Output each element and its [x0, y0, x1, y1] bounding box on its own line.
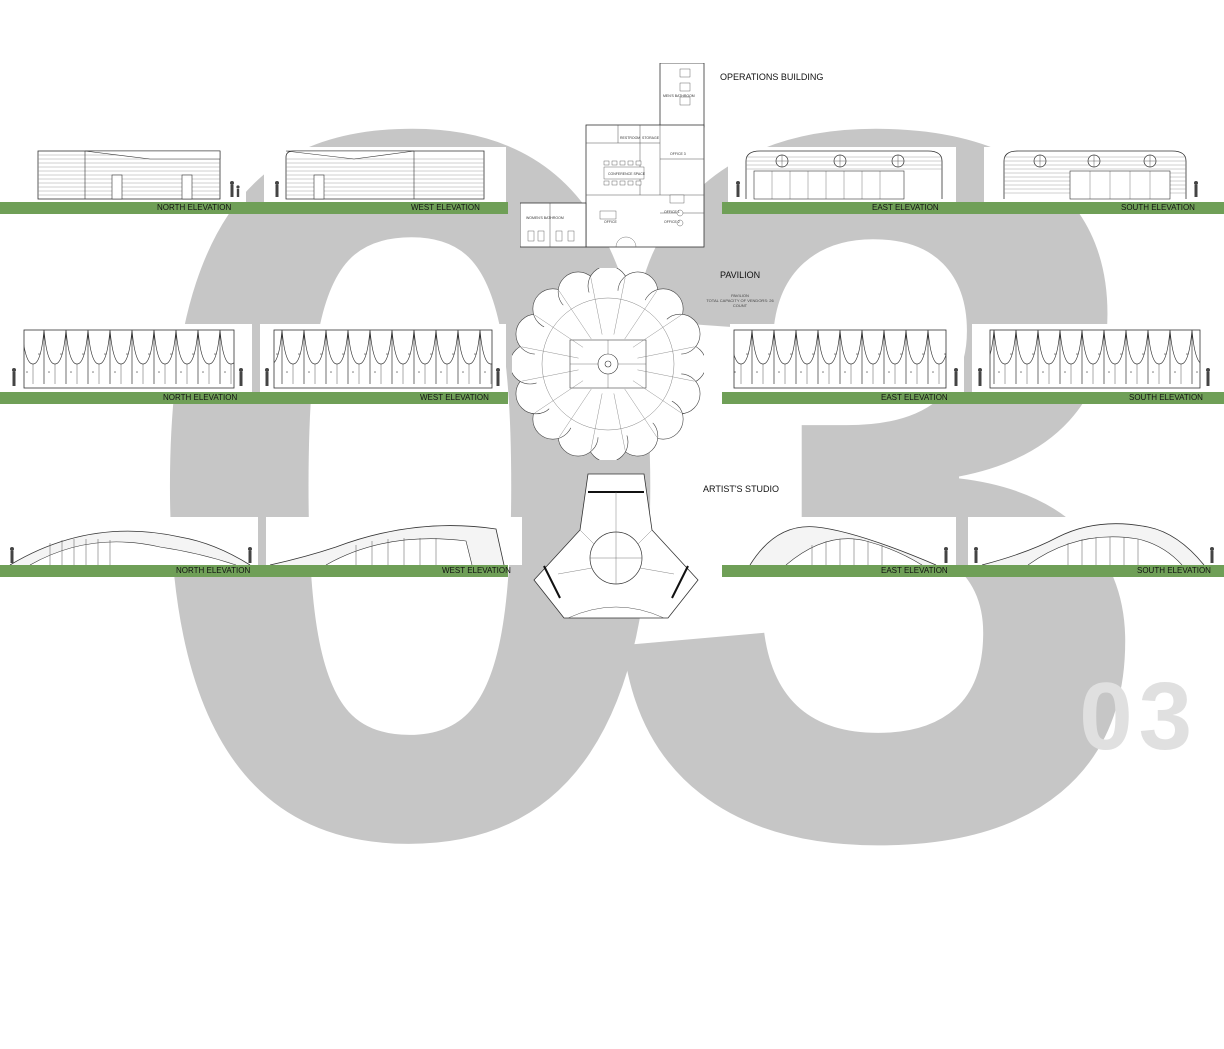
pavilion-stall-divider: [558, 388, 592, 438]
pavilion-west-elevation-drawing: [260, 324, 506, 392]
studio-south-ground: [970, 565, 1224, 577]
pavilion-stall-divider: [558, 290, 592, 340]
pavilion-north-elevation-drawing: [0, 324, 252, 392]
studio-south-elevation-drawing: [968, 517, 1220, 565]
room-office2-label: OFFICE 2: [664, 220, 680, 224]
room-womens-label: WOMEN'S BATHROOM: [526, 216, 564, 220]
studio-west-ground: [258, 565, 508, 577]
pavilion-note-capacity: TOTAL CAPACITY OF VENDORS: 26 COUNT: [706, 298, 774, 308]
room-office3-label: OFFICE 3: [670, 152, 686, 156]
studio-west-elevation-drawing: [266, 517, 522, 565]
studio-south-label: SOUTH ELEVATION: [1137, 566, 1211, 575]
pavilion-stall-divider: [521, 369, 579, 382]
studio-north-ground: [0, 565, 258, 577]
operations-south-elevation-drawing: [984, 147, 1206, 202]
room-restroom-label: RESTROOM: [620, 136, 640, 140]
pavilion-south-ground: [970, 392, 1224, 404]
pavilion-stall-divider: [613, 393, 626, 451]
pavilion-stall-divider: [613, 277, 626, 335]
pavilion-south-elevation-drawing: [972, 324, 1220, 392]
pavilion-south-label: SOUTH ELEVATION: [1129, 393, 1203, 402]
pavilion-stall-divider: [534, 380, 584, 414]
room-storage-label: STORAGE: [642, 136, 660, 140]
pavilion-stall-divider: [624, 388, 658, 438]
operations-east-elevation-drawing: [728, 147, 956, 202]
pavilion-north-ground: [0, 392, 258, 404]
pavilion-east-ground: [722, 392, 970, 404]
studio-north-elevation-drawing: [0, 517, 262, 565]
operations-east-ground: [722, 202, 970, 214]
pavilion-stall-divider: [590, 277, 603, 335]
studio-east-ground: [722, 565, 970, 577]
room-conference-label: CONFERENCE SPACE: [608, 172, 646, 176]
pavilion-stall-divider: [637, 369, 695, 382]
pavilion-note-title: PAVILION: [731, 293, 749, 298]
room-mens-label: MEN'S BATHROOM: [663, 94, 695, 98]
operations-title: OPERATIONS BUILDING: [720, 72, 824, 82]
room-office1-label: OFFICE 1: [664, 210, 680, 214]
pavilion-note: PAVILION TOTAL CAPACITY OF VENDORS: 26 C…: [700, 293, 780, 308]
operations-south-ground: [970, 202, 1224, 214]
pavilion-stall-divider: [637, 346, 695, 359]
pavilion-west-label: WEST ELEVATION: [420, 393, 489, 402]
operations-west-ground: [258, 202, 508, 214]
pavilion-north-label: NORTH ELEVATION: [163, 393, 238, 402]
pavilion-stall-divider: [534, 314, 584, 348]
pavilion-title: PAVILION: [720, 270, 761, 280]
studio-title: ARTIST'S STUDIO: [703, 484, 780, 494]
pavilion-floor-plan: [512, 268, 704, 460]
pavilion-west-ground: [258, 392, 508, 404]
operations-west-elevation-drawing: [264, 147, 506, 202]
room-office-label: OFFICE: [604, 220, 617, 224]
operations-west-label: WEST ELEVATION: [411, 203, 480, 212]
operations-north-label: NORTH ELEVATION: [157, 203, 232, 212]
studio-north-label: NORTH ELEVATION: [176, 566, 251, 575]
pavilion-stall-divider: [590, 393, 603, 451]
pavilion-east-label: EAST ELEVATION: [881, 393, 948, 402]
pavilion-stall-divider: [632, 380, 682, 414]
pavilion-stall-divider: [521, 346, 579, 359]
studio-floor-plan: [528, 470, 704, 624]
page-number: 03: [1079, 663, 1198, 770]
operations-north-elevation-drawing: [0, 147, 246, 202]
operations-floor-plan: CONFERENCE SPACE WOMEN'S BATHROOM MEN'S …: [520, 63, 710, 249]
pavilion-stall-divider: [624, 290, 658, 340]
studio-east-elevation-drawing: [746, 517, 956, 565]
operations-east-label: EAST ELEVATION: [872, 203, 939, 212]
operations-south-label: SOUTH ELEVATION: [1121, 203, 1195, 212]
pavilion-east-elevation-drawing: [730, 324, 964, 392]
operations-north-ground: [0, 202, 258, 214]
studio-west-label: WEST ELEVATION: [442, 566, 511, 575]
pavilion-stall-divider: [632, 314, 682, 348]
studio-east-label: EAST ELEVATION: [881, 566, 948, 575]
